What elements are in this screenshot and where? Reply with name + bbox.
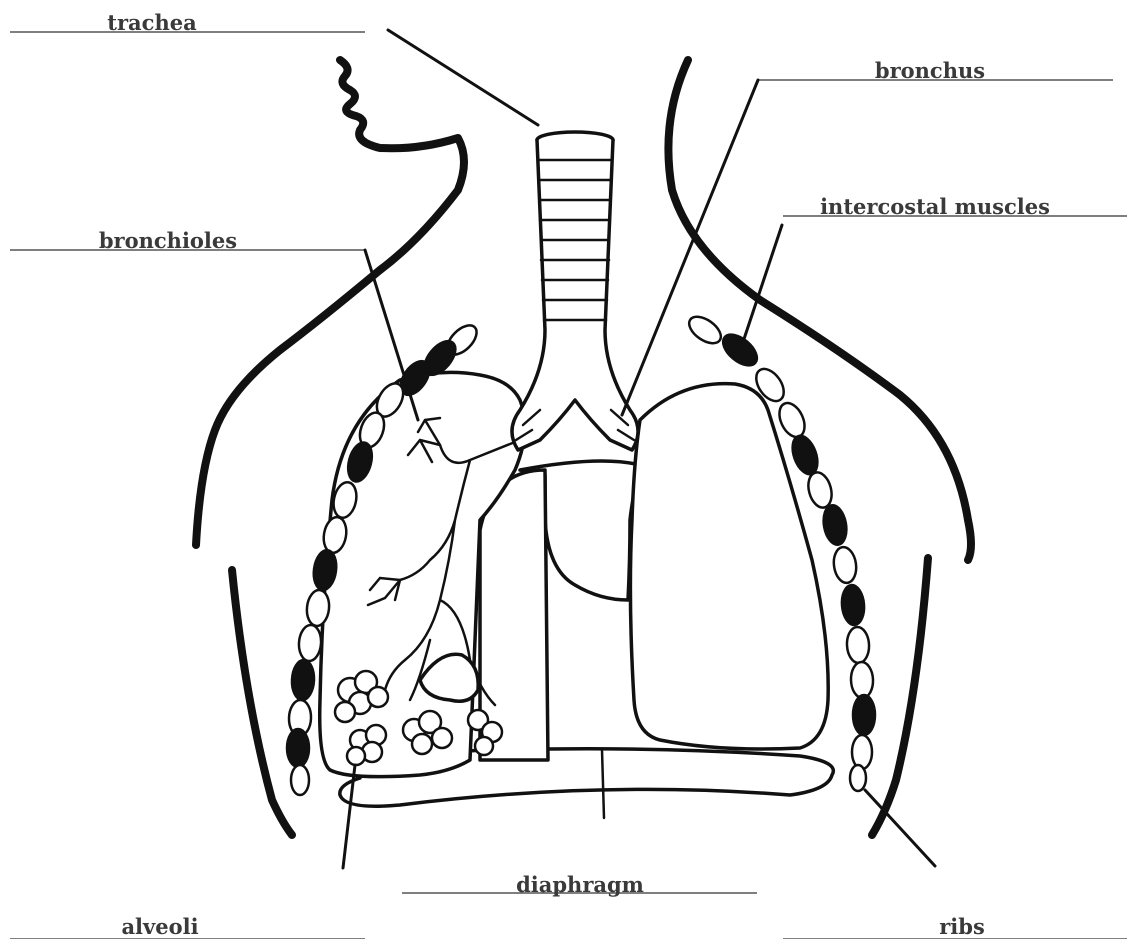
trachea-pointer — [388, 30, 538, 125]
label-diaphragm: diaphragm — [516, 872, 644, 897]
label-bronchioles: bronchioles — [99, 228, 237, 253]
right-arm — [872, 558, 928, 835]
label-trachea: trachea — [107, 10, 197, 35]
label-intercostal-muscles: intercostal muscles — [820, 194, 1050, 219]
left-arm — [232, 570, 292, 835]
intercostal-pointer — [742, 225, 782, 345]
mediastinum — [480, 470, 548, 760]
bronchus-pointer — [622, 80, 758, 415]
alveoli-pointer — [343, 765, 355, 868]
trachea-tube — [512, 132, 638, 450]
label-ribs: ribs — [939, 914, 985, 939]
label-alveoli: alveoli — [121, 914, 198, 939]
label-bronchus: bronchus — [875, 58, 985, 83]
